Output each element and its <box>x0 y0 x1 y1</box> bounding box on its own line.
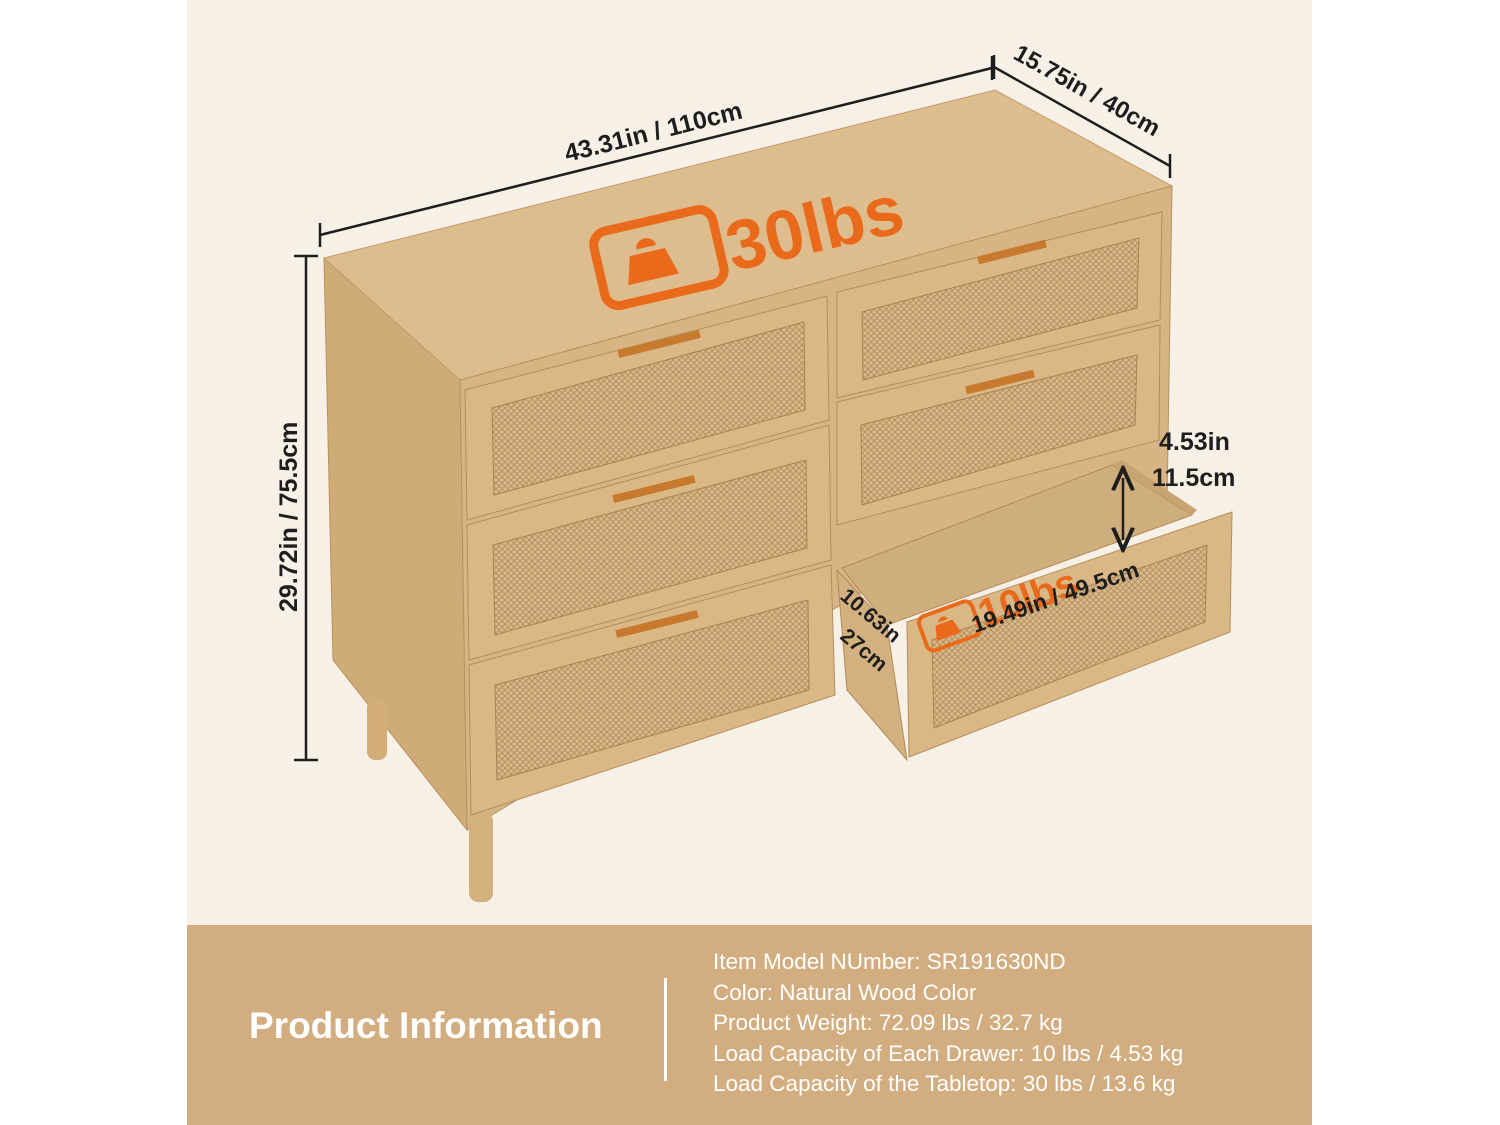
drawer-right-2[interactable] <box>836 324 1161 526</box>
drawer-handle[interactable] <box>965 369 1035 395</box>
dresser <box>322 89 1233 902</box>
drawer-handle[interactable] <box>612 474 696 504</box>
product-info-list: Item Model NUmber: SR191630ND Color: Nat… <box>713 947 1183 1100</box>
drawer-handle[interactable] <box>977 239 1047 265</box>
dimension-height-label: 29.72in / 75.5cm <box>275 422 303 612</box>
dimension-drawer-height-in: 4.53in <box>1159 428 1230 456</box>
drawer-left-3[interactable] <box>468 564 836 816</box>
drawer-right-1[interactable] <box>836 211 1163 399</box>
product-info-weight: Product Weight: 72.09 lbs / 32.7 kg <box>713 1010 1063 1035</box>
weight-icon-glyph <box>628 238 679 286</box>
product-info-model: Item Model NUmber: SR191630ND <box>713 949 1066 974</box>
dresser-leg <box>469 812 493 902</box>
weight-icon <box>916 599 982 653</box>
dimension-drawer-height-cm: 11.5cm <box>1152 464 1235 492</box>
product-info-title: Product Information <box>249 1005 603 1046</box>
dresser-leg <box>367 700 387 760</box>
product-card: 30lbs 10lbs 43.31in / 110cm 15.75in / 40… <box>187 0 1312 1125</box>
weight-icon-glyph <box>935 616 962 642</box>
product-info-panel: Product Information Item Model NUmber: S… <box>187 925 1312 1125</box>
dimension-drawer-height: 4.53in 11.5cm <box>1123 428 1235 540</box>
product-info-drawer-capacity: Load Capacity of Each Drawer: 10 lbs / 4… <box>713 1040 1184 1066</box>
weight-icon <box>589 205 729 311</box>
divider <box>664 978 667 1081</box>
drawer-left-2[interactable] <box>466 424 832 661</box>
dresser-dimension-diagram: 30lbs 10lbs 43.31in / 110cm 15.75in / 40… <box>275 40 1235 902</box>
product-info-tabletop-capacity: Load Capacity of the Tabletop: 30 lbs / … <box>713 1071 1176 1096</box>
product-info-color: Color: Natural Wood Color <box>713 979 977 1005</box>
dimension-height: 29.72in / 75.5cm <box>275 254 318 762</box>
dimension-width-label: 43.31in / 110cm <box>562 97 745 168</box>
drawer-left-1[interactable] <box>464 295 830 521</box>
drawer-handle[interactable] <box>615 609 699 639</box>
drawer-handle[interactable] <box>617 329 701 359</box>
